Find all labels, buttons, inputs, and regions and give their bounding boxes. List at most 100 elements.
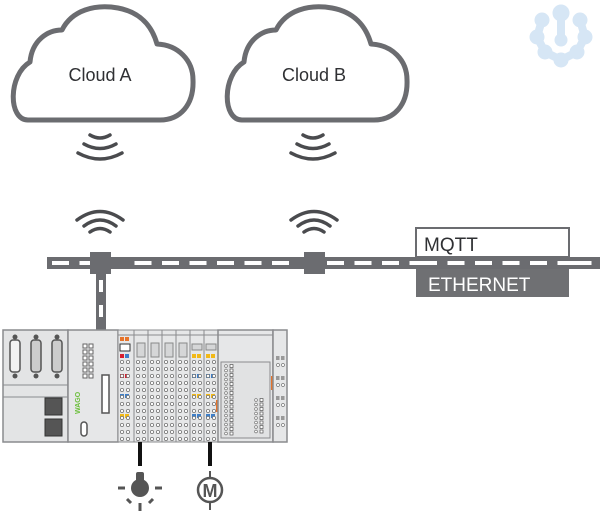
terminal-point (155, 436, 160, 441)
wifi-icon-cloud-b (289, 133, 337, 161)
terminal-point (163, 394, 168, 399)
bus-dash (382, 261, 399, 265)
status-led (229, 418, 234, 422)
terminal-point (163, 380, 168, 385)
terminal-point (169, 436, 174, 441)
status-led (259, 416, 264, 420)
terminal-point (177, 436, 182, 441)
plc-controller: WAGO (2, 329, 288, 443)
terminal-point (163, 387, 168, 392)
terminal-point (191, 436, 196, 441)
watermark-logo-icon (529, 4, 593, 68)
terminal-point (135, 373, 140, 378)
terminal-point (169, 394, 174, 399)
status-led (88, 361, 94, 367)
terminal-point (135, 380, 140, 385)
terminal-point (254, 398, 258, 402)
terminal-point (183, 394, 188, 399)
terminal-point (177, 394, 182, 399)
status-led (229, 368, 234, 373)
terminal-point (197, 394, 202, 399)
terminal-point (141, 359, 146, 364)
terminal-point (126, 422, 131, 427)
terminal-point (224, 364, 228, 368)
status-led (259, 402, 264, 407)
bus-dash (574, 261, 592, 265)
terminal-point (191, 415, 196, 420)
terminal-point (126, 380, 131, 385)
terminal-point (155, 387, 160, 392)
terminal-point (205, 387, 210, 392)
terminal-point (276, 383, 280, 387)
terminal-point (224, 373, 228, 377)
terminal-point (141, 408, 146, 413)
terminal-point (254, 402, 258, 407)
bus-dash (327, 261, 344, 265)
ethernet-label: ETHERNET (428, 275, 531, 296)
terminal-point (191, 429, 196, 434)
terminal-point (205, 373, 210, 378)
terminal-point (197, 380, 202, 385)
terminal-point (183, 359, 188, 364)
terminal-point (177, 387, 182, 392)
terminal-point (155, 429, 160, 434)
terminal-point (205, 401, 210, 406)
terminal-point (205, 366, 210, 371)
status-led (229, 404, 234, 409)
terminal-point (149, 401, 154, 406)
wifi-icon-cloud-a (76, 133, 124, 161)
terminal-point (141, 429, 146, 434)
terminal-point (183, 422, 188, 427)
cloud-icon (224, 4, 410, 123)
bus-dash (134, 261, 152, 265)
terminal-point (155, 422, 160, 427)
terminal-point (169, 380, 174, 385)
terminal-point (191, 366, 196, 371)
terminal-point (149, 359, 154, 364)
terminal-point (149, 380, 154, 385)
terminal-point (155, 366, 160, 371)
terminal-point (224, 395, 228, 400)
bus-dash (52, 261, 69, 265)
terminal-point (254, 420, 258, 425)
terminal-point (155, 408, 160, 413)
terminal-point (163, 408, 168, 413)
terminal-point (211, 373, 216, 378)
terminal-point (205, 394, 210, 399)
terminal-point (254, 407, 258, 411)
mqtt-label-box: MQTT (415, 227, 570, 258)
terminal-point (169, 408, 174, 413)
status-led (229, 373, 234, 377)
terminal-point (224, 413, 228, 418)
terminal-point (135, 415, 140, 420)
terminal-point (149, 373, 154, 378)
terminal-point (276, 363, 280, 367)
terminal-point (163, 429, 168, 434)
terminal-point (169, 422, 174, 427)
terminal-point (163, 422, 168, 427)
status-led (229, 395, 234, 400)
terminal-point (211, 387, 216, 392)
status-led (229, 377, 234, 382)
terminal-point (177, 359, 182, 364)
terminal-point (135, 401, 140, 406)
terminal-point (191, 422, 196, 427)
terminal-point (141, 387, 146, 392)
terminal-point (120, 415, 125, 420)
terminal-point (224, 431, 228, 436)
terminal-point (135, 359, 140, 364)
terminal-point (183, 387, 188, 392)
terminal-point (135, 422, 140, 427)
terminal-point (120, 359, 125, 364)
terminal-point (135, 436, 140, 441)
io-module (189, 329, 205, 443)
bus-dash (475, 261, 492, 265)
status-led (82, 373, 88, 379)
terminal-point (211, 380, 216, 385)
status-led (259, 411, 264, 416)
motor-icon: M (196, 471, 224, 510)
terminal-point (149, 436, 154, 441)
terminal-point (211, 394, 216, 399)
terminal-point (135, 387, 140, 392)
terminal-point (177, 415, 182, 420)
